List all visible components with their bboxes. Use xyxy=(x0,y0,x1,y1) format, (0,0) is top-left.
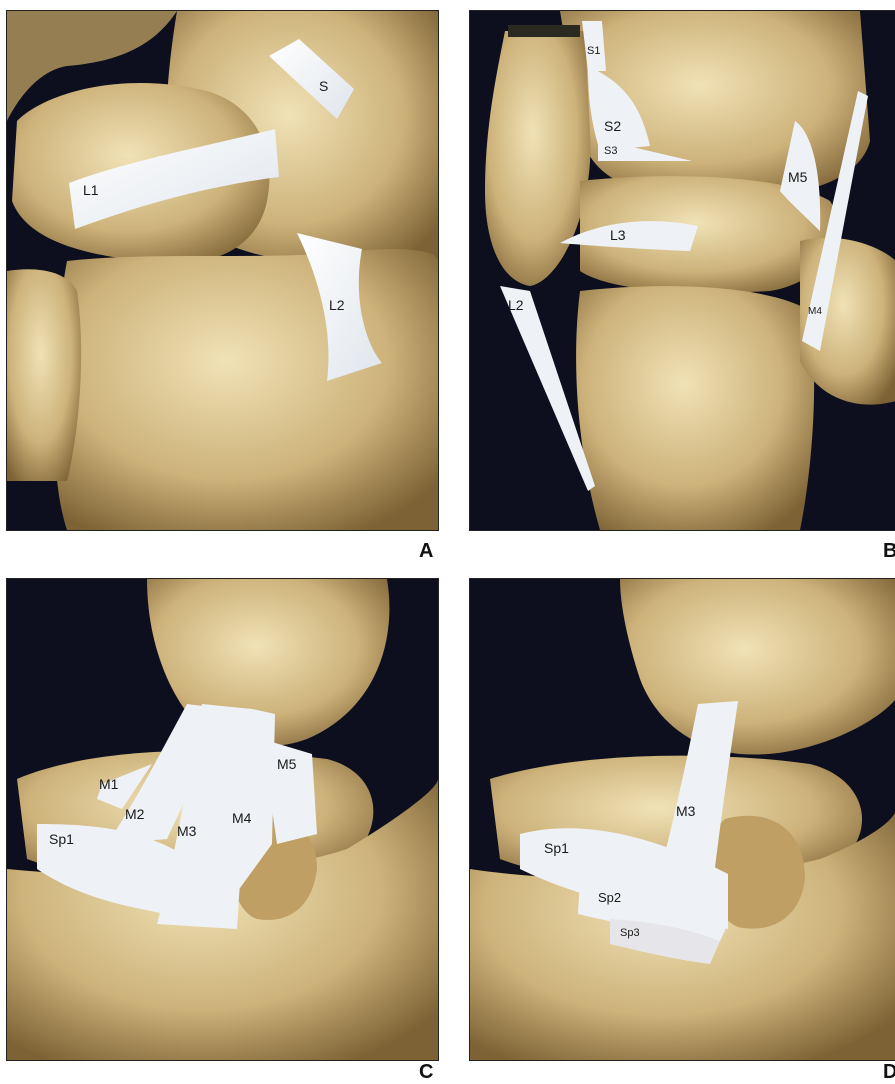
label-m5: M5 xyxy=(788,169,808,185)
panel-a: S L1 L2 xyxy=(6,10,439,531)
label-l2: L2 xyxy=(329,297,345,313)
label-s1: S1 xyxy=(587,45,600,57)
label-s: S xyxy=(319,78,328,94)
label-sp3: Sp3 xyxy=(620,927,640,939)
panel-a-image: S L1 L2 xyxy=(7,11,438,530)
panel-label-a: A xyxy=(419,540,434,563)
label-m3-d: M3 xyxy=(676,803,696,819)
label-m4: M4 xyxy=(808,306,822,317)
label-l1: L1 xyxy=(83,182,99,198)
label-l3: L3 xyxy=(610,227,626,243)
panel-d: M3 Sp1 Sp2 Sp3 xyxy=(469,578,895,1061)
panel-c: M1 M5 M2 M3 M4 Sp1 xyxy=(6,578,439,1061)
fibula-cut xyxy=(508,25,580,37)
panel-d-image: M3 Sp1 Sp2 Sp3 xyxy=(470,579,895,1060)
label-m4-c: M4 xyxy=(232,810,252,826)
label-m5-c: M5 xyxy=(277,756,297,772)
label-sp2: Sp2 xyxy=(598,890,621,905)
panel-b: S1 S2 S3 M5 L3 L2 M4 xyxy=(469,10,895,531)
calcaneus-bone-b xyxy=(576,286,814,530)
panel-label-b: B xyxy=(883,540,895,563)
label-sp1: Sp1 xyxy=(49,831,74,847)
panel-label-c: C xyxy=(419,1061,434,1084)
panel-b-image: S1 S2 S3 M5 L3 L2 M4 xyxy=(470,11,895,530)
cuboid-bone xyxy=(7,269,81,481)
label-s3: S3 xyxy=(604,145,617,157)
panel-c-image: M1 M5 M2 M3 M4 Sp1 xyxy=(7,579,438,1060)
label-m3: M3 xyxy=(177,823,197,839)
label-l2-b: L2 xyxy=(508,297,524,313)
label-sp1-d: Sp1 xyxy=(544,840,569,856)
label-s2: S2 xyxy=(604,118,621,134)
calcaneus-bone xyxy=(54,249,438,530)
label-m2: M2 xyxy=(125,806,145,822)
label-m1: M1 xyxy=(99,776,119,792)
panel-label-d: D xyxy=(883,1061,895,1084)
